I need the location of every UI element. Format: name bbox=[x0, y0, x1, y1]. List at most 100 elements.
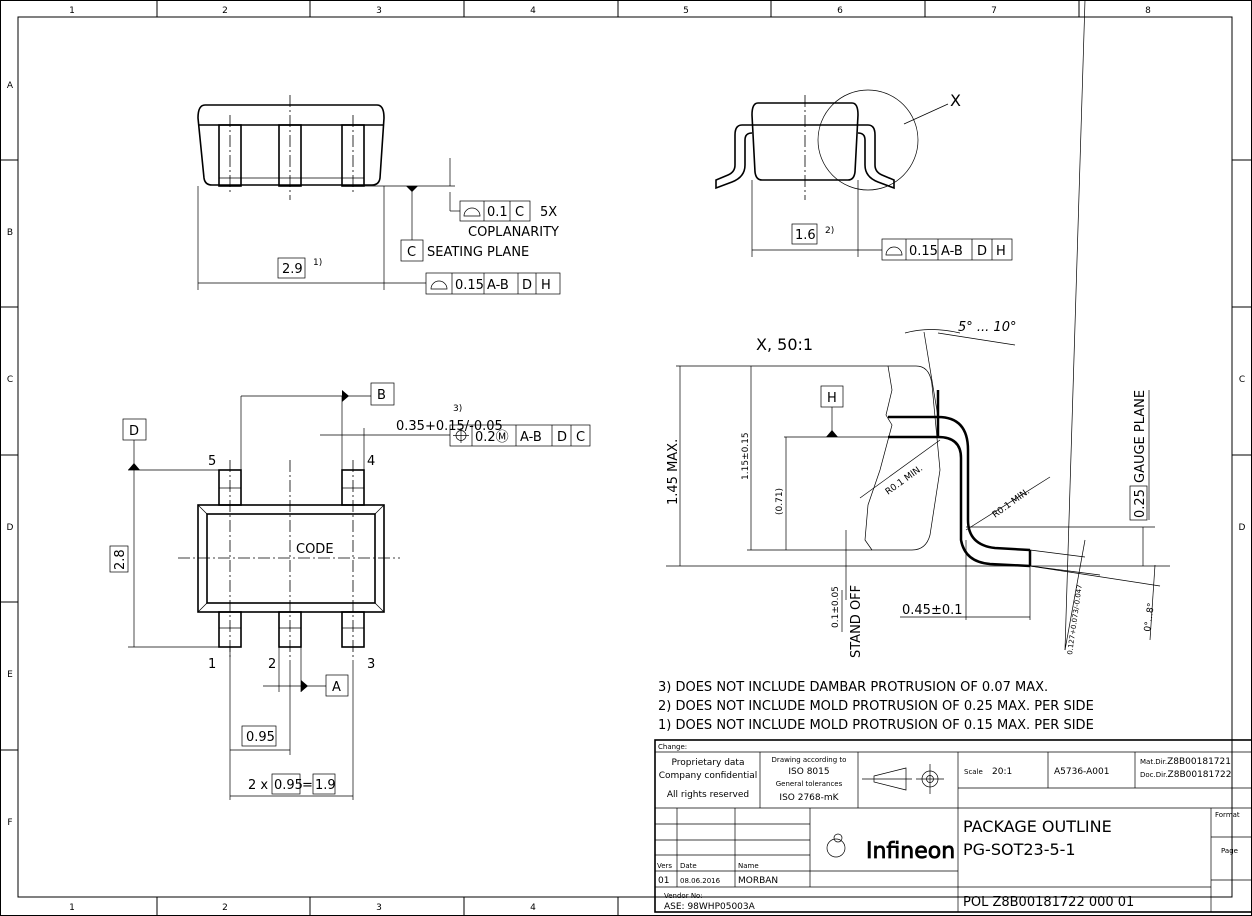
pitch-repeat: 0.95 bbox=[274, 778, 303, 793]
svg-text:H: H bbox=[996, 244, 1006, 259]
angle-top: 5° ... 10° bbox=[958, 320, 1016, 335]
standoff-value: 0.1±0.05 bbox=[831, 586, 841, 628]
detail-title: X, 50:1 bbox=[756, 335, 813, 354]
vers-label: Vers bbox=[657, 862, 672, 870]
svg-text:D: D bbox=[977, 244, 987, 259]
row-label: F bbox=[7, 818, 12, 828]
column-label: 6 bbox=[837, 6, 843, 16]
svg-text:A-B: A-B bbox=[487, 278, 509, 293]
projection-symbol-icon bbox=[862, 764, 944, 794]
version-value: 01 bbox=[658, 876, 669, 886]
scale-label: Scale bbox=[964, 768, 983, 776]
seating-plane-label: SEATING PLANE bbox=[427, 245, 529, 260]
marking-code: CODE bbox=[296, 542, 334, 557]
svg-text:D: D bbox=[522, 278, 532, 293]
profile-surface-icon bbox=[430, 280, 448, 290]
row-label: C bbox=[7, 375, 13, 385]
column-label: 2 bbox=[222, 903, 228, 913]
datum-h: H bbox=[827, 391, 837, 406]
datum-d: D bbox=[129, 424, 139, 439]
column-label: 8 bbox=[1145, 6, 1151, 16]
pin-4: 4 bbox=[367, 454, 375, 469]
iso-8015: ISO 8015 bbox=[788, 767, 829, 777]
row-label: D bbox=[7, 523, 14, 533]
dimension-note: 1) bbox=[313, 258, 322, 268]
pitch-equals: = bbox=[302, 778, 313, 793]
note-1: 1) DOES NOT INCLUDE MOLD PROTRUSION OF 0… bbox=[658, 718, 1094, 733]
svg-text:Infineon: Infineon bbox=[866, 839, 955, 864]
svg-text:A-B: A-B bbox=[520, 430, 542, 445]
foot-length: 0.45±0.1 bbox=[902, 603, 963, 618]
height-max: 1.45 MAX. bbox=[666, 439, 681, 505]
column-label: 5 bbox=[683, 6, 689, 16]
datum-b: B bbox=[377, 388, 386, 403]
row-label: A bbox=[7, 81, 14, 91]
foot-angle: 0°...8° bbox=[1143, 602, 1157, 632]
name-value: MORBAN bbox=[738, 876, 778, 886]
body-height: 1.15±0.15 bbox=[741, 432, 751, 480]
bottom-view: CODE 5 4 1 2 3 D 2.8 B 0.35+0.15/-0.05 3… bbox=[109, 382, 591, 800]
lead-thickness: 0.127+0.073/-0.047 bbox=[1066, 584, 1084, 655]
all-rights-reserved: All rights reserved bbox=[667, 790, 749, 800]
column-label: 1 bbox=[69, 6, 75, 16]
format-label: Format bbox=[1215, 811, 1240, 819]
row-label: C bbox=[1239, 375, 1245, 385]
title-block: Change: Proprietary data Company confide… bbox=[654, 739, 1252, 913]
svg-text:A-B: A-B bbox=[941, 244, 963, 259]
svg-text:C: C bbox=[576, 430, 585, 445]
note-2: 2) DOES NOT INCLUDE MOLD PROTRUSION OF 0… bbox=[658, 699, 1094, 714]
column-label: 3 bbox=[376, 6, 382, 16]
radius-outer: R0.1 MIN. bbox=[991, 487, 1032, 521]
notes: 3) DOES NOT INCLUDE DAMBAR PROTRUSION OF… bbox=[658, 680, 1094, 733]
profile-surface-icon bbox=[463, 207, 481, 217]
drawing-according: Drawing according to bbox=[772, 756, 847, 764]
gauge-value: 0.25 bbox=[1133, 489, 1148, 518]
lead-height: (0.71) bbox=[775, 488, 785, 515]
detail-view: X, 50:1 5° ... 10° H 1.45 MAX. 1.15±0.15 bbox=[666, 0, 1170, 658]
coplanarity-frame: 0.1 C bbox=[459, 200, 531, 222]
lead-note: 3) bbox=[453, 404, 462, 414]
svg-text:0.15: 0.15 bbox=[909, 244, 938, 259]
profile-surface-icon bbox=[885, 246, 903, 256]
vendor-label: Vendor No: bbox=[664, 892, 703, 900]
height-dimension: 2.8 bbox=[113, 549, 128, 570]
coplanarity-count: 5X bbox=[540, 205, 557, 220]
pin-2: 2 bbox=[268, 657, 276, 672]
proprietary-data: Proprietary data bbox=[672, 758, 745, 768]
note-3: 3) DOES NOT INCLUDE DAMBAR PROTRUSION OF… bbox=[658, 680, 1048, 695]
date-value: 08.06.2016 bbox=[680, 877, 721, 885]
dimension-note: 2) bbox=[825, 226, 834, 236]
drawing-code: A5736-A001 bbox=[1054, 767, 1109, 777]
column-label: 7 bbox=[991, 6, 997, 16]
svg-text:D: D bbox=[557, 430, 567, 445]
row-label: E bbox=[7, 670, 13, 680]
date-label: Date bbox=[680, 862, 697, 870]
scale-value: 20:1 bbox=[992, 767, 1012, 777]
top-view: 2.9 1) 0.1 C 5X COPLANARITY C SEATING PL… bbox=[197, 95, 561, 295]
column-label: 4 bbox=[530, 6, 536, 16]
datum-c: C bbox=[407, 245, 416, 260]
change-label: Change: bbox=[658, 743, 687, 751]
lead-width: 0.35+0.15/-0.05 bbox=[396, 419, 503, 434]
svg-text:H: H bbox=[541, 278, 551, 293]
width-dimension: 2.9 bbox=[282, 262, 303, 277]
profile-tolerance-frame: 0.15 A-B D H bbox=[881, 238, 1013, 261]
pin-5: 5 bbox=[208, 454, 216, 469]
iso-2768: ISO 2768-mK bbox=[779, 793, 839, 803]
detail-x-label: X bbox=[950, 91, 961, 110]
pitch-prefix: 2 x bbox=[248, 778, 268, 793]
pitch-total: 1.9 bbox=[315, 778, 336, 793]
datum-a: A bbox=[332, 680, 341, 695]
column-label: 4 bbox=[530, 903, 536, 913]
package-name: PG-SOT23-5-1 bbox=[963, 840, 1076, 859]
pin-3: 3 bbox=[367, 657, 375, 672]
company-confidential: Company confidential bbox=[659, 771, 758, 781]
name-label: Name bbox=[738, 862, 759, 870]
position-icon bbox=[453, 428, 469, 443]
column-label: 3 bbox=[376, 903, 382, 913]
doc-dir: Doc.Dir.Z8B00181722 bbox=[1140, 770, 1231, 780]
column-label: 1 bbox=[69, 903, 75, 913]
position-tolerance-frame: 0.2Ⓜ A-B D C bbox=[449, 424, 591, 447]
